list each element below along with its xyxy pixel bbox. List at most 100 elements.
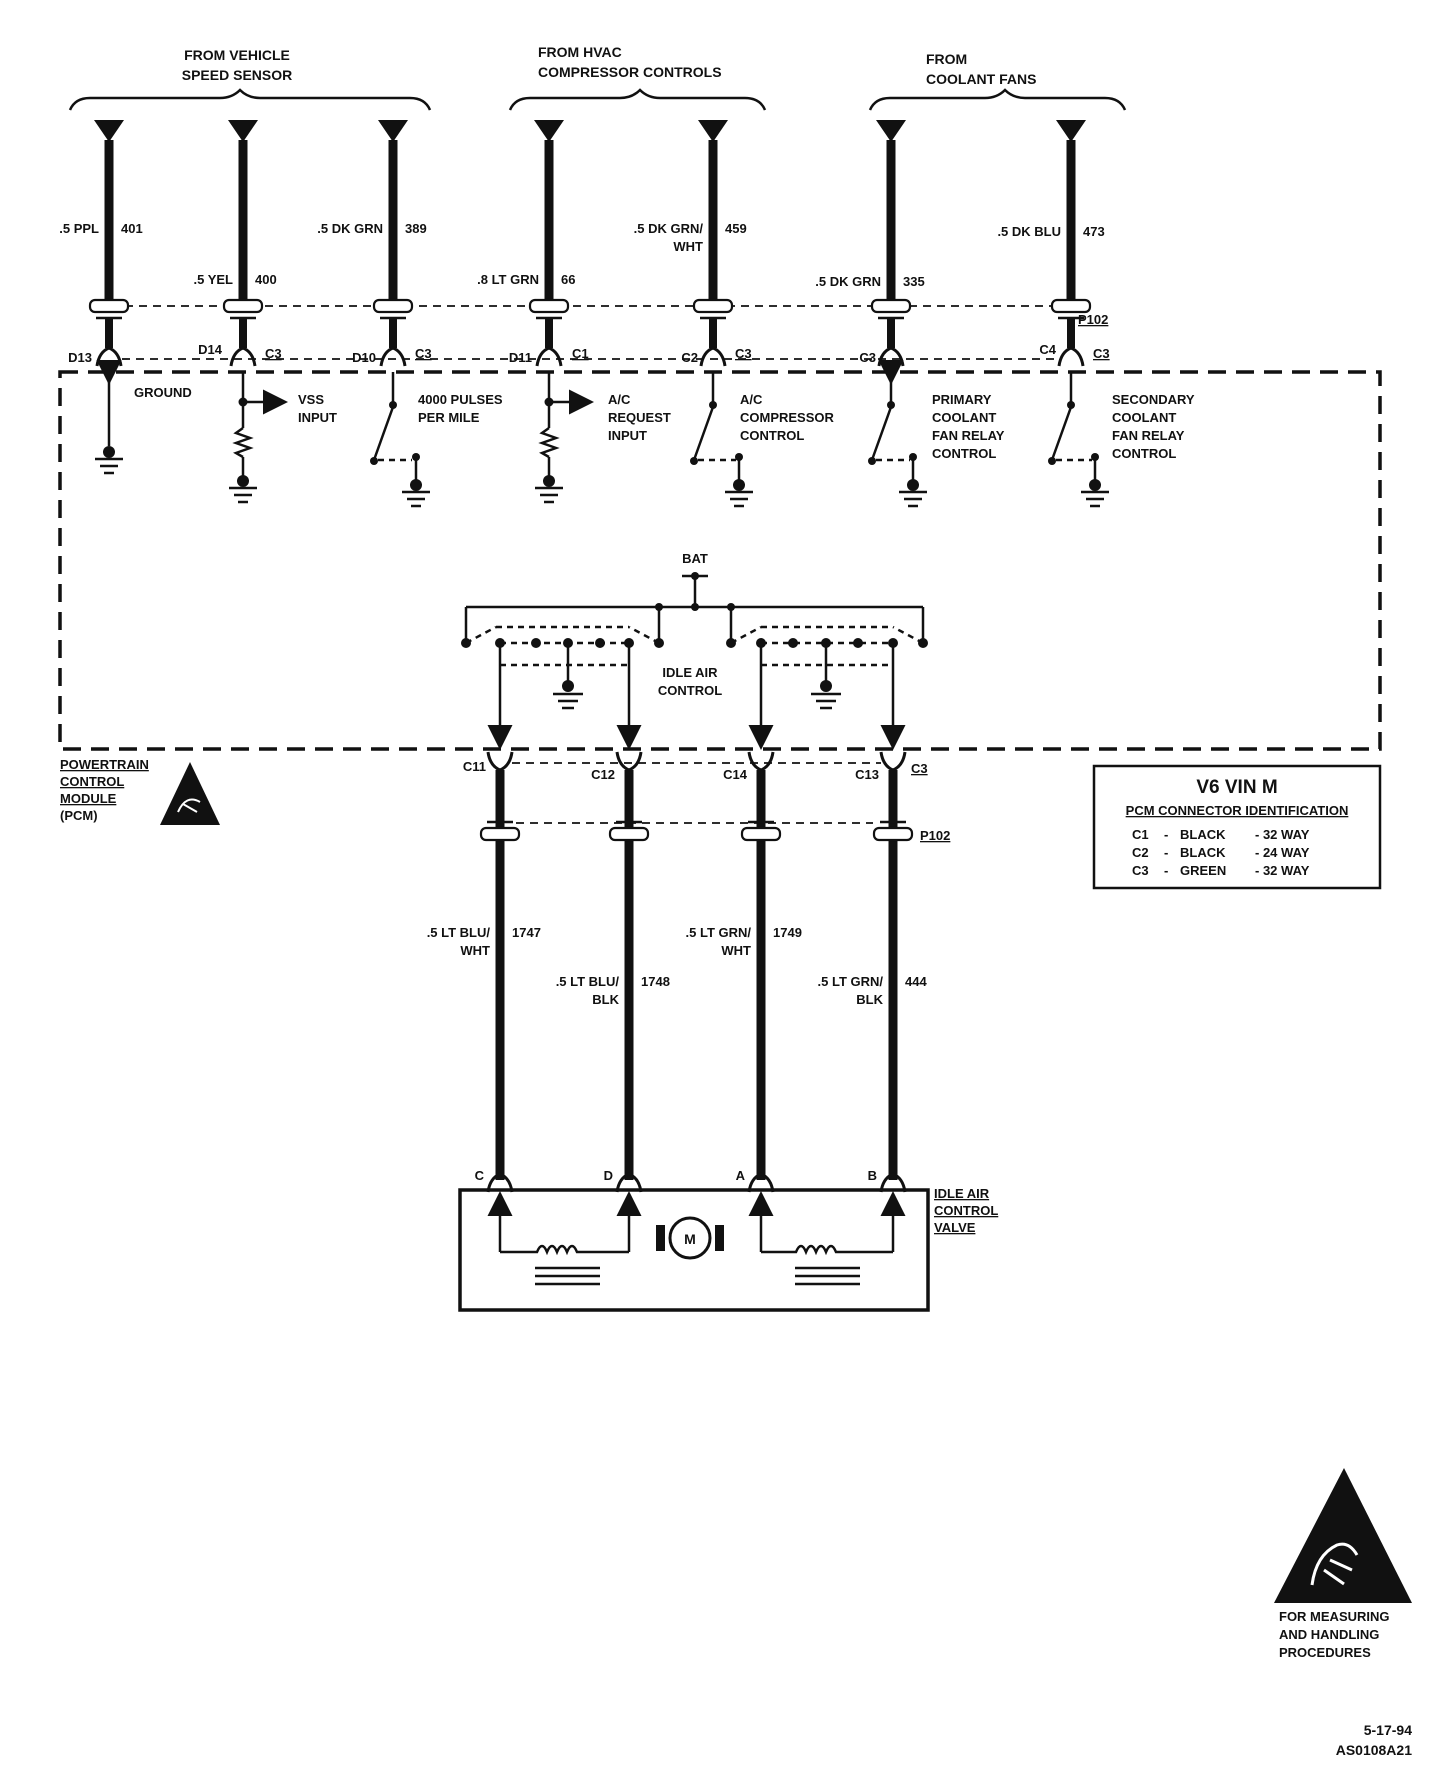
motor-label: M — [684, 1231, 696, 1247]
wire-444-gauge-2: BLK — [856, 992, 883, 1007]
wire-66-circuit: 66 — [561, 272, 575, 287]
esd-icon-small — [160, 762, 220, 825]
valve-pin-D: D — [604, 1168, 613, 1183]
pcm-box — [58, 370, 1382, 751]
ac-request-label-3: INPUT — [608, 428, 647, 443]
pin-D14: D14 — [198, 342, 223, 357]
connector-top-label: P102 — [1078, 312, 1108, 327]
date-label: 5-17-94 — [1364, 1722, 1412, 1738]
valve-pin-B: B — [868, 1168, 877, 1183]
pin-D10-conn: C3 — [415, 346, 432, 361]
wire-444-gauge: .5 LT GRN/ — [818, 974, 884, 989]
valve-pins — [486, 1172, 907, 1193]
iac-valve-coils — [487, 1191, 906, 1286]
wire-1749-gauge: .5 LT GRN/ — [686, 925, 752, 940]
ground-input-circuit — [95, 360, 123, 475]
wire-1747-gauge-2: WHT — [460, 943, 490, 958]
iac-driver-circuit — [464, 574, 925, 750]
wire-1747-circuit: 1747 — [512, 925, 541, 940]
wire-66-gauge: .8 LT GRN — [477, 272, 539, 287]
wire-335-gauge: .5 DK GRN — [815, 274, 881, 289]
wire-473-circuit: 473 — [1083, 224, 1105, 239]
valve-label-1: IDLE AIR — [934, 1186, 990, 1201]
pin-C13: C13 — [855, 767, 879, 782]
pin-C12: C12 — [591, 767, 615, 782]
primary-fan-label-2: COOLANT — [932, 410, 996, 425]
valve-pin-A: A — [736, 1168, 746, 1183]
p102-top-connectors — [88, 298, 1092, 314]
group-label-hvac-1: FROM HVAC — [538, 44, 622, 60]
pin-C13-conn: C3 — [911, 761, 928, 776]
group-brackets — [68, 88, 1127, 111]
ground-label: GROUND — [134, 385, 192, 400]
p102-bottom-connectors — [479, 826, 914, 842]
wire-459-gauge: .5 DK GRN/ — [634, 221, 704, 236]
esd-note-2: AND HANDLING — [1279, 1627, 1379, 1642]
secondary-fan-label-2: COOLANT — [1112, 410, 1176, 425]
pcm-label-4: (PCM) — [60, 808, 98, 823]
vss-label-1: VSS — [298, 392, 324, 407]
valve-label-3: VALVE — [934, 1220, 976, 1235]
bat-label: BAT — [682, 551, 708, 566]
wire-1748-gauge-2: BLK — [592, 992, 619, 1007]
pin-C14: C14 — [723, 767, 748, 782]
wire-400-circuit: 400 — [255, 272, 277, 287]
id-row-1-color: BLACK — [1180, 827, 1226, 842]
connector-bottom-label: P102 — [920, 828, 950, 843]
primary-fan-label-3: FAN RELAY — [932, 428, 1005, 443]
wire-1749-gauge-2: WHT — [721, 943, 751, 958]
pin-C4: C4 — [1039, 342, 1056, 357]
ac-request-label-2: REQUEST — [608, 410, 671, 425]
wire-473-gauge: .5 DK BLU — [997, 224, 1061, 239]
ac-compressor-label-1: A/C — [740, 392, 763, 407]
connector-id-subtitle: PCM CONNECTOR IDENTIFICATION — [1126, 803, 1349, 818]
pcm-top-pins — [95, 346, 1085, 367]
id-row-3-conn: C3 — [1132, 863, 1149, 878]
id-row-2-color: BLACK — [1180, 845, 1226, 860]
secondary-fan-label-4: CONTROL — [1112, 446, 1176, 461]
top-wires — [104, 140, 1076, 305]
pulses-switch-circuit — [372, 372, 430, 508]
id-row-1-way: - 32 WAY — [1255, 827, 1310, 842]
pin-D10: D10 — [352, 350, 376, 365]
motor-icon: M — [656, 1216, 724, 1260]
top-wire-ends — [94, 120, 1086, 142]
connector-id-title: V6 VIN M — [1196, 777, 1277, 798]
pcm-label-2: CONTROL — [60, 774, 124, 789]
pin-C11: C11 — [463, 759, 486, 774]
esd-note-1: FOR MEASURING — [1279, 1609, 1390, 1624]
ac-compressor-label-3: CONTROL — [740, 428, 804, 443]
wire-459-circuit: 459 — [725, 221, 747, 236]
id-row-2-sep: - — [1164, 845, 1168, 860]
id-row-3-sep: - — [1164, 863, 1168, 878]
pin-C2: C2 — [681, 350, 698, 365]
secondary-fan-label-3: FAN RELAY — [1112, 428, 1185, 443]
wire-444-circuit: 444 — [905, 974, 927, 989]
ac-request-circuit — [535, 372, 594, 504]
wire-1748-gauge: .5 LT BLU/ — [556, 974, 620, 989]
id-row-1-sep: - — [1164, 827, 1168, 842]
group-label-vss-2: SPEED SENSOR — [182, 67, 292, 83]
pin-C4-conn: C3 — [1093, 346, 1110, 361]
wire-335-circuit: 335 — [903, 274, 925, 289]
esd-note-3: PROCEDURES — [1279, 1645, 1371, 1660]
primary-fan-label-1: PRIMARY — [932, 392, 992, 407]
esd-icon-large — [1274, 1468, 1412, 1603]
pin-D11-conn: C1 — [572, 346, 589, 361]
pulses-label-1: 4000 PULSES — [418, 392, 503, 407]
iac-driver-dots — [461, 572, 928, 692]
doc-id-label: AS0108A21 — [1336, 1742, 1412, 1758]
valve-label-2: CONTROL — [934, 1203, 998, 1218]
wire-1747-gauge: .5 LT BLU/ — [427, 925, 491, 940]
group-label-fans-1: FROM — [926, 51, 967, 67]
pulses-label-2: PER MILE — [418, 410, 480, 425]
wire-400-gauge: .5 YEL — [193, 272, 233, 287]
pin-D13: D13 — [68, 350, 92, 365]
ac-compressor-label-2: COMPRESSOR — [740, 410, 835, 425]
group-label-fans-2: COOLANT FANS — [926, 71, 1036, 87]
id-row-3-color: GREEN — [1180, 863, 1226, 878]
wire-389-gauge: .5 DK GRN — [317, 221, 383, 236]
pin-D14-conn: C3 — [265, 346, 282, 361]
pcm-label-1: POWERTRAIN — [60, 757, 149, 772]
